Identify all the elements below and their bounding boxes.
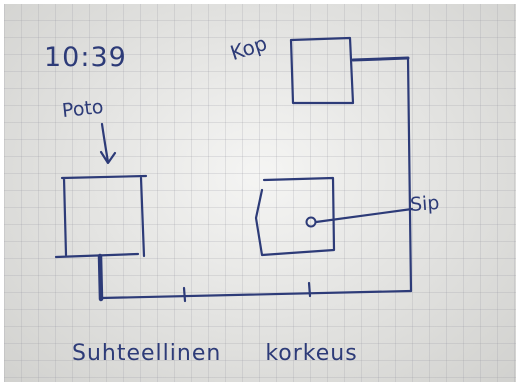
pot-base-line bbox=[54, 252, 140, 259]
caption-word-2: korkeus bbox=[265, 341, 358, 366]
bottom-line bbox=[99, 289, 413, 300]
right-line bbox=[406, 56, 413, 293]
kop-box bbox=[289, 36, 355, 105]
top-connector bbox=[351, 56, 410, 62]
pot-connector bbox=[97, 253, 104, 302]
pot-arrow bbox=[100, 122, 110, 164]
graph-paper-background bbox=[4, 4, 516, 382]
tick-mark-2 bbox=[307, 281, 312, 298]
pot-arrowhead bbox=[99, 150, 117, 165]
pot-block bbox=[60, 174, 148, 258]
caption: Suhteellinen korkeus bbox=[72, 341, 358, 366]
sip-leader-line bbox=[314, 207, 414, 224]
caption-word-1: Suhteellinen bbox=[72, 341, 222, 366]
pot-label: Poto bbox=[60, 95, 105, 123]
time-label: 10:39 bbox=[44, 42, 127, 73]
sip-label: Sip bbox=[409, 192, 441, 216]
sip-point bbox=[305, 216, 317, 228]
tick-mark-1 bbox=[182, 286, 187, 303]
sip-box bbox=[254, 176, 336, 257]
